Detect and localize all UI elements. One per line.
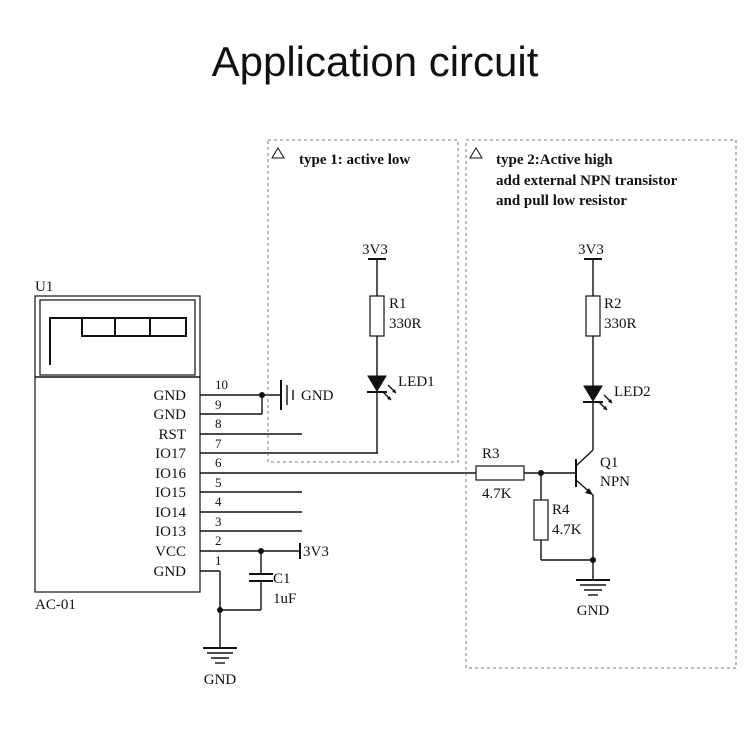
module-ref: U1 bbox=[35, 279, 53, 295]
page-title: Application circuit bbox=[211, 38, 539, 85]
junction-dot bbox=[590, 557, 596, 563]
pin-name-9: GND bbox=[154, 407, 187, 423]
type2-panel bbox=[465, 139, 737, 669]
module-part: AC-01 bbox=[35, 597, 76, 613]
junction-dot bbox=[259, 392, 265, 398]
cap-ref: C1 bbox=[273, 571, 291, 587]
led1-icon bbox=[367, 375, 397, 401]
r4-value: 4.7K bbox=[552, 522, 582, 538]
r2-resistor bbox=[585, 295, 601, 337]
type2-heading-line2: add external NPN transistor bbox=[496, 173, 678, 189]
antenna-area bbox=[39, 299, 196, 376]
q1-npn-transistor-icon bbox=[575, 449, 594, 496]
warning-triangle-icon bbox=[469, 147, 483, 159]
led2-ref: LED2 bbox=[614, 384, 651, 400]
type1-gnd-label: GND bbox=[301, 388, 334, 404]
pin-name-5: IO15 bbox=[155, 485, 186, 501]
antenna-trace-icon bbox=[49, 317, 187, 365]
pin-number-1: 1 bbox=[215, 553, 222, 568]
ground-symbol-icon bbox=[203, 647, 237, 664]
pin-name-2: VCC bbox=[155, 544, 186, 560]
power-gnd-label: GND bbox=[204, 672, 237, 688]
pin-number-5: 5 bbox=[215, 475, 222, 490]
ground-symbol-icon bbox=[576, 579, 610, 596]
pin-name-1: GND bbox=[154, 564, 187, 580]
r1-value: 330R bbox=[389, 316, 422, 332]
r1-ref: R1 bbox=[389, 296, 407, 312]
ground-symbol-icon bbox=[280, 380, 294, 410]
r3-value: 4.7K bbox=[482, 486, 512, 502]
cap-value: 1uF bbox=[273, 591, 296, 607]
pin-number-10: 10 bbox=[215, 377, 228, 392]
pin-number-9: 9 bbox=[215, 397, 222, 412]
type2-heading-line3: and pull low resistor bbox=[496, 193, 627, 209]
type1-panel bbox=[267, 139, 459, 463]
pin-number-7: 7 bbox=[215, 436, 222, 451]
led2-icon bbox=[583, 385, 613, 411]
pin-name-6: IO16 bbox=[155, 466, 186, 482]
pin-number-8: 8 bbox=[215, 416, 222, 431]
pin-name-3: IO13 bbox=[155, 524, 186, 540]
led1-ref: LED1 bbox=[398, 374, 435, 390]
pin-name-10: GND bbox=[154, 388, 187, 404]
type1-heading: type 1: active low bbox=[299, 152, 410, 168]
q1-type: NPN bbox=[600, 474, 630, 490]
pin-wires bbox=[200, 394, 476, 572]
r4-resistor bbox=[533, 499, 549, 541]
q1-ref: Q1 bbox=[600, 455, 618, 471]
type2-heading-line1: type 2:Active high bbox=[496, 152, 613, 168]
type2-supply: 3V3 bbox=[578, 242, 604, 258]
type2-gnd-label: GND bbox=[577, 603, 610, 619]
r2-ref: R2 bbox=[604, 296, 622, 312]
warning-triangle-icon bbox=[271, 147, 285, 159]
type1-supply: 3V3 bbox=[362, 242, 388, 258]
pin-number-3: 3 bbox=[215, 514, 222, 529]
pin-number-4: 4 bbox=[215, 494, 222, 509]
pin-name-4: IO14 bbox=[155, 505, 186, 521]
r2-value: 330R bbox=[604, 316, 637, 332]
r4-ref: R4 bbox=[552, 502, 570, 518]
pin-number-6: 6 bbox=[215, 455, 222, 470]
r1-resistor bbox=[369, 295, 385, 337]
pin-name-7: IO17 bbox=[155, 446, 186, 462]
r3-resistor bbox=[475, 465, 525, 481]
vcc-net-label: 3V3 bbox=[303, 544, 329, 560]
pin-name-8: RST bbox=[158, 427, 186, 443]
junction-dot bbox=[217, 607, 223, 613]
pin-number-2: 2 bbox=[215, 533, 222, 548]
module-body bbox=[34, 295, 201, 593]
r3-ref: R3 bbox=[482, 446, 500, 462]
